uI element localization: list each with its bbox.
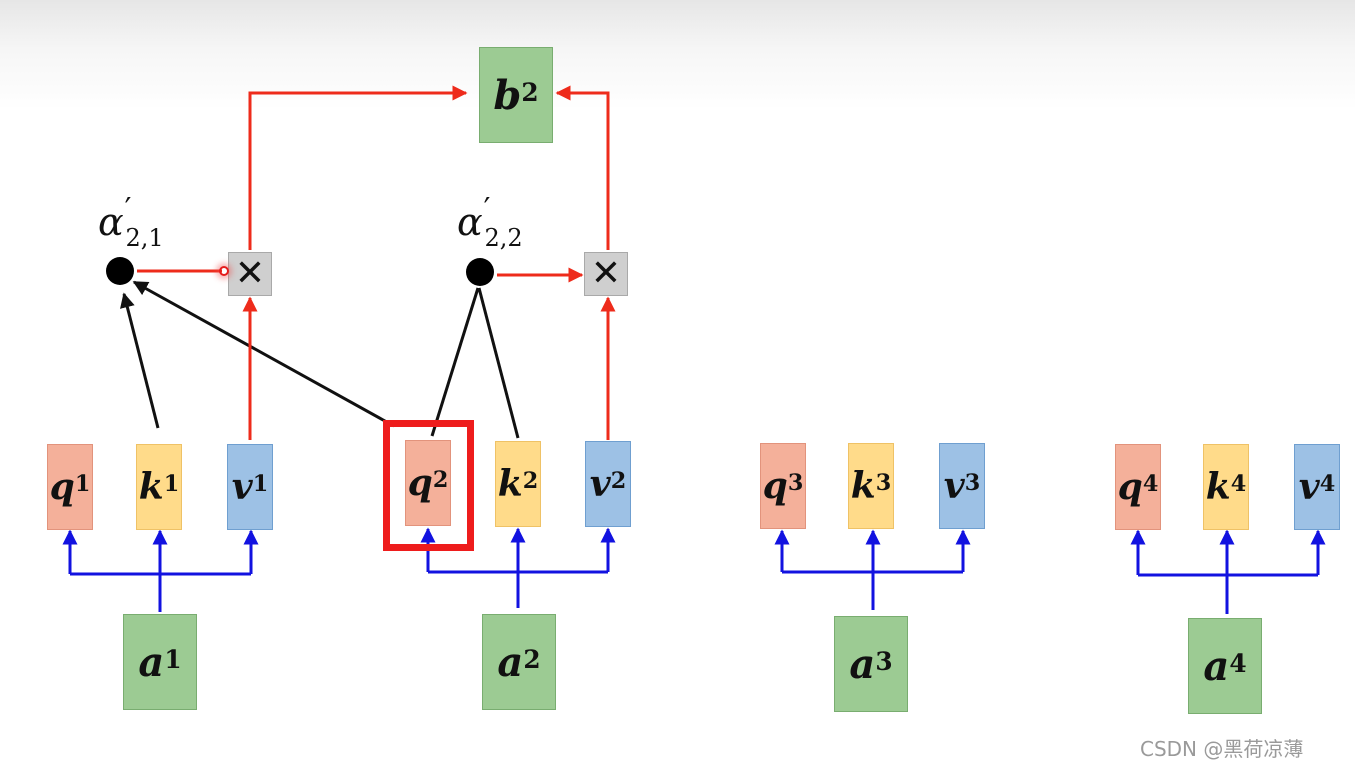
cursor-pointer-icon [219, 266, 229, 276]
v4-superscript: 4 [1319, 471, 1336, 498]
k3-symbol: k [850, 465, 876, 507]
v2-superscript: 2 [610, 468, 627, 495]
watermark: CSDN @黑荷凉薄 [1140, 737, 1304, 761]
alpha-2-2-label: α′2,2 [457, 192, 523, 252]
fanout-a4 [1138, 573, 1318, 614]
v4-symbol: v [1298, 466, 1320, 508]
k1-superscript: 1 [163, 471, 180, 498]
arrow-mul2-b2 [555, 85, 610, 250]
attention-connectors [120, 280, 520, 439]
k4-superscript: 4 [1230, 471, 1247, 498]
arrow-mul1-b2 [248, 85, 468, 250]
top-fade-background [0, 0, 1355, 110]
alpha-2-2-subscript: 2,2 [484, 223, 523, 252]
k2-symbol: k [497, 463, 523, 505]
fanout-a3 [782, 570, 963, 610]
multiply-icon: ✕ [234, 253, 266, 294]
q1-superscript: 1 [74, 471, 91, 498]
multiply-icon: ✕ [590, 253, 622, 294]
arrow-k1-alpha21 [120, 292, 160, 429]
output-symbol: b [493, 71, 522, 119]
a1-superscript: 1 [164, 644, 182, 674]
q2-superscript: 2 [432, 467, 449, 494]
alpha-2-1-label: α′2,1 [98, 192, 164, 252]
q3-superscript: 3 [787, 470, 804, 497]
fanout-a2 [428, 570, 608, 608]
alpha-2-1-symbol: α [98, 200, 124, 244]
v3-superscript: 3 [964, 470, 981, 497]
alpha-2-2-node [466, 258, 494, 286]
input-connectors [62, 527, 1326, 614]
alpha-2-1-subscript: 2,1 [125, 223, 164, 252]
a3-superscript: 3 [875, 646, 893, 676]
alpha-2-2-symbol: α [457, 200, 483, 244]
a4-superscript: 4 [1229, 648, 1247, 678]
q2-symbol: q [407, 462, 433, 504]
q3-symbol: q [762, 465, 788, 507]
a4-symbol: a [1203, 642, 1230, 690]
k2-superscript: 2 [522, 468, 539, 495]
output-superscript: 2 [521, 77, 539, 107]
line-q2-alpha22 [430, 287, 480, 437]
v1-symbol: v [231, 466, 253, 508]
q1-symbol: q [49, 466, 75, 508]
multiply-node-1: ✕ [228, 252, 272, 296]
q4-superscript: 4 [1142, 471, 1159, 498]
a3-symbol: a [849, 640, 876, 688]
line-k2-alpha22 [477, 287, 520, 439]
a2-symbol: a [497, 638, 524, 686]
a2-superscript: 2 [523, 644, 541, 674]
k1-symbol: k [138, 466, 164, 508]
a1-symbol: a [138, 638, 165, 686]
q4-symbol: q [1117, 466, 1143, 508]
k3-superscript: 3 [875, 470, 892, 497]
alpha-2-1-node [106, 257, 134, 285]
fanout-a1 [70, 572, 251, 612]
k4-symbol: k [1205, 466, 1231, 508]
alpha-2-1-prime: ′ [124, 191, 132, 227]
weighted-sum-connectors [137, 85, 616, 440]
multiply-node-2: ✕ [584, 252, 628, 296]
v1-superscript: 1 [252, 471, 269, 498]
arrow-q2-alpha21 [132, 280, 395, 428]
v2-symbol: v [589, 463, 611, 505]
v3-symbol: v [943, 465, 965, 507]
alpha-2-2-prime: ′ [483, 191, 491, 227]
q2-highlight-frame [383, 420, 474, 551]
